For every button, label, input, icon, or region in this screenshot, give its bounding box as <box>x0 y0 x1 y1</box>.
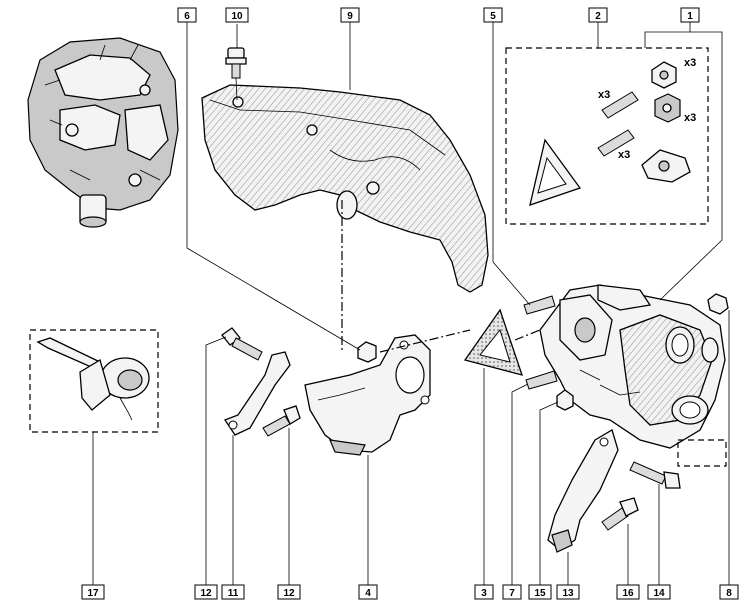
qty-nut-upper: x3 <box>684 57 696 69</box>
stud-7 <box>525 370 558 390</box>
axis-gasket-to-turbo <box>514 329 541 341</box>
kit-flange-plate <box>641 149 691 183</box>
callout-7-label: 7 <box>509 588 515 599</box>
callout-9-label: 9 <box>347 11 353 22</box>
callout-10: 10 <box>225 7 249 23</box>
bolt-12-lower <box>262 405 301 437</box>
callout-12-right: 12 <box>277 584 301 600</box>
kit-nut-upper <box>651 61 677 89</box>
callout-12-right-label: 12 <box>283 588 295 599</box>
callout-14-label: 14 <box>653 588 665 599</box>
bolt-16 <box>601 497 639 531</box>
callout-13-label: 13 <box>562 588 574 599</box>
axis-elbow-to-gasket <box>379 329 471 353</box>
leader-lines <box>92 22 730 585</box>
callout-14: 14 <box>647 584 671 600</box>
callout-15: 15 <box>528 584 552 600</box>
callout-6: 6 <box>177 7 197 23</box>
bolt-14 <box>629 461 681 489</box>
callout-17-label: 17 <box>87 588 99 599</box>
kit-dashed-box <box>505 47 709 225</box>
callout-11: 11 <box>221 584 245 600</box>
callout-5: 5 <box>483 7 503 23</box>
callout-7: 7 <box>502 584 522 600</box>
shield-bolt <box>225 47 247 101</box>
kit-nut-lower <box>654 93 681 123</box>
stud-5 <box>523 295 556 315</box>
actuator-dashed-box <box>29 329 159 433</box>
callout-17: 17 <box>81 584 105 600</box>
kit-stud-upper <box>601 91 639 119</box>
kit-gasket <box>529 138 582 206</box>
callout-12-left-label: 12 <box>200 588 212 599</box>
heat-shield <box>201 84 489 293</box>
callout-4-label: 4 <box>365 588 371 599</box>
callout-2: 2 <box>588 7 608 23</box>
callout-4: 4 <box>358 584 378 600</box>
bolt-12-upper <box>221 327 263 361</box>
callout-6-label: 6 <box>184 11 190 22</box>
nut-15 <box>556 389 574 411</box>
callout-16-label: 16 <box>622 588 634 599</box>
gasket-3 <box>463 308 524 376</box>
kit-stud-lower <box>597 129 635 157</box>
support-bracket <box>547 429 619 553</box>
nut-6 <box>357 341 377 363</box>
wastegate-actuator <box>36 337 150 421</box>
nut-8 <box>707 293 729 315</box>
callout-1: 1 <box>680 7 700 23</box>
callout-13: 13 <box>556 584 580 600</box>
engine-illustration <box>27 37 179 228</box>
qty-stud-upper: x3 <box>598 89 610 101</box>
exhaust-elbow <box>304 334 431 456</box>
callout-3: 3 <box>474 584 494 600</box>
turbo-dashed-box <box>677 439 727 467</box>
turbocharger <box>539 284 726 449</box>
callout-16: 16 <box>616 584 640 600</box>
bracket-11 <box>224 351 291 436</box>
qty-nut-lower: x3 <box>684 112 696 124</box>
qty-stud-lower: x3 <box>618 149 630 161</box>
callout-3-label: 3 <box>481 588 487 599</box>
callout-10-label: 10 <box>231 11 243 22</box>
callout-8: 8 <box>719 584 739 600</box>
callout-11-label: 11 <box>228 588 239 599</box>
callout-12-left: 12 <box>194 584 218 600</box>
callout-1-label: 1 <box>687 11 693 22</box>
callout-9: 9 <box>340 7 360 23</box>
callout-15-label: 15 <box>534 588 546 599</box>
callout-2-label: 2 <box>595 11 601 22</box>
callout-5-label: 5 <box>490 11 496 22</box>
callout-8-label: 8 <box>726 588 732 599</box>
